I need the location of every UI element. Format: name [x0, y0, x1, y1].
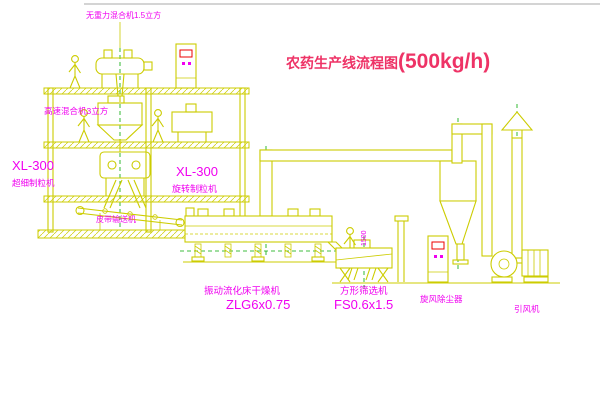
granulator-roller — [131, 160, 141, 170]
belt-conveyor — [75, 205, 185, 230]
dryer-base-pad — [191, 256, 205, 262]
control-cabinet-bottom — [427, 235, 449, 283]
dryer-base-pad — [311, 256, 325, 262]
sieve-spouts — [347, 267, 377, 281]
fan-casing — [490, 250, 518, 278]
belt-top — [77, 207, 183, 221]
belt-roller — [102, 208, 108, 214]
down-duct — [481, 123, 493, 257]
title-capacity: (500kg/h) — [398, 50, 490, 73]
mixer-inlet-port — [103, 49, 113, 59]
fluid-bed-dryer — [183, 207, 346, 263]
dryer-hood-port — [197, 208, 209, 217]
high-speed-mixer-machine — [96, 95, 144, 148]
dryer-springs — [194, 243, 322, 258]
dryer-inlet — [185, 207, 195, 217]
label-sieve-name: 方形筛选机 — [340, 285, 388, 297]
stack-pipe — [511, 137, 523, 259]
label-high-speed-mixer: 高速混合机3立方 — [44, 106, 108, 116]
fan-base-pad — [491, 276, 513, 283]
dryer-hood-port — [309, 208, 321, 217]
page-title: 农药生产线流程图(500kg/h) — [285, 50, 490, 73]
label-granulator-left-name: 超细制粒机 — [12, 178, 55, 188]
indicator-light — [440, 255, 443, 258]
label-granulator-center-name: 旋转制粒机 — [172, 183, 217, 194]
cyclone-cylinder — [439, 160, 477, 202]
mixer-motor — [107, 95, 125, 104]
dryer-body — [184, 215, 333, 243]
granulator-body — [171, 111, 213, 133]
induced-draft-fan — [490, 249, 549, 283]
person-roof — [68, 55, 82, 89]
belt-pulley — [75, 205, 85, 216]
motor-base-pad — [523, 276, 549, 283]
title-name: 农药生产线流程图 — [285, 55, 398, 71]
granulator-port — [185, 103, 197, 113]
granulator-roller — [107, 160, 117, 170]
label-gravity-mixer: 无重力混合机1.5立方 — [86, 10, 161, 20]
dryer-hood-port — [287, 208, 299, 217]
dryer-hood-port — [223, 208, 235, 217]
cyclone-discharge-flange — [452, 259, 469, 265]
floor-slab-3 — [43, 195, 250, 203]
label-dryer-name: 振动流化床干燥机 — [204, 285, 281, 297]
stack-rain-cap — [500, 111, 534, 138]
label-dryer-model: ZLG6x0.75 — [226, 297, 290, 312]
belt-roller — [127, 211, 133, 217]
label-sieve-model: FS0.6x1.5 — [334, 297, 393, 312]
indicator-light — [434, 255, 437, 258]
standpipe-flange — [394, 215, 409, 222]
exhaust-stack — [500, 111, 534, 259]
sieve-body — [335, 247, 393, 269]
granulator-upper-machine — [171, 103, 213, 142]
cabinet-display — [431, 241, 445, 250]
mixer-cone — [96, 124, 144, 141]
mixer-inlet-port — [123, 49, 133, 59]
standpipe — [394, 215, 409, 282]
person-floor2-right — [151, 109, 165, 143]
label-granulator-left-model: XL-300 — [12, 158, 54, 173]
indicator-light — [188, 62, 191, 65]
granulator-machine — [99, 148, 151, 209]
label-belt-conveyor: 皮带输送机 — [96, 214, 136, 224]
sieve-screen — [335, 253, 393, 261]
belt-bottom — [77, 212, 183, 226]
building-frame — [37, 87, 267, 239]
belt-roller — [152, 214, 158, 220]
label-fan: 引风机 — [514, 304, 540, 314]
duct-horizontal — [259, 149, 453, 162]
cyclone — [439, 160, 477, 265]
exhaust-duct-main — [259, 149, 453, 217]
control-cabinet-top — [175, 43, 197, 89]
label-cyclone: 旋风除尘器 — [420, 294, 463, 304]
floor-slab-roof — [43, 87, 250, 95]
mixer-motor — [143, 61, 153, 71]
column-right — [239, 87, 246, 233]
cabinet-body — [175, 43, 197, 89]
label-granulator-center-model: XL-300 — [176, 164, 218, 179]
cyclone-outlet-duct — [451, 123, 493, 257]
y-chute — [103, 179, 147, 209]
indicator-light — [182, 62, 185, 65]
cabinet-body — [427, 235, 449, 283]
cabinet-display — [179, 49, 193, 58]
belt-pulley — [175, 217, 185, 228]
dimension-1500: 1500 — [361, 230, 368, 246]
fan-motor — [517, 249, 549, 277]
gravity-mixer-machine — [95, 22, 153, 97]
fan-hub — [498, 258, 510, 270]
cyclone-discharge-pipe — [456, 243, 465, 261]
granulator-body — [99, 151, 151, 179]
sieve-legs — [339, 267, 389, 283]
sieve-machine — [335, 239, 393, 283]
dryer-base-pad — [251, 256, 265, 262]
floor-slab-2 — [43, 141, 250, 149]
